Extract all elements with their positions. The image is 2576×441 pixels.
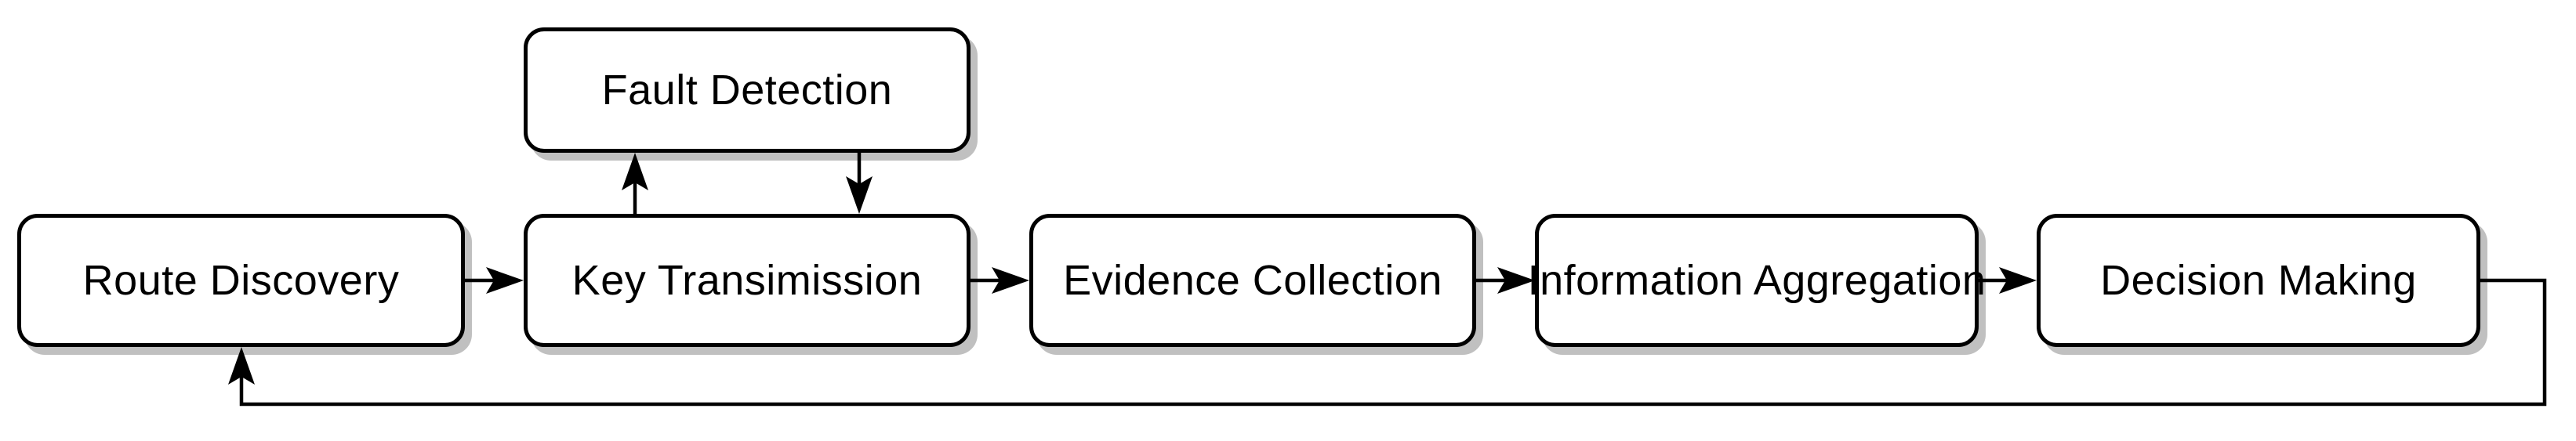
arrow-key-transimission-to-fault-detection xyxy=(622,153,648,214)
node-decision-making-label: Decision Making xyxy=(2100,257,2417,304)
node-evidence-collection-label: Evidence Collection xyxy=(1063,257,1442,304)
node-key-transimission-label: Key Transimission xyxy=(571,257,923,304)
node-information-aggregation: Information Aggregation xyxy=(1528,214,1986,347)
node-decision-making: Decision Making xyxy=(2037,214,2480,347)
node-route-discovery: Route Discovery xyxy=(17,214,465,347)
node-key-transimission: Key Transimission xyxy=(524,214,971,347)
arrow-evidence-collection-to-information-aggregation xyxy=(1476,267,1535,294)
arrow-fault-detection-to-key-transimission xyxy=(846,153,873,214)
arrow-information-aggregation-to-decision-making xyxy=(1979,267,2037,294)
node-fault-detection-label: Fault Detection xyxy=(601,67,893,114)
node-evidence-collection: Evidence Collection xyxy=(1029,214,1476,347)
node-fault-detection: Fault Detection xyxy=(524,27,971,153)
arrow-route-discovery-to-key-transimission xyxy=(465,267,524,294)
node-information-aggregation-label: Information Aggregation xyxy=(1527,257,1986,304)
arrow-key-transimission-to-evidence-collection xyxy=(971,267,1029,294)
node-route-discovery-label: Route Discovery xyxy=(82,257,400,304)
